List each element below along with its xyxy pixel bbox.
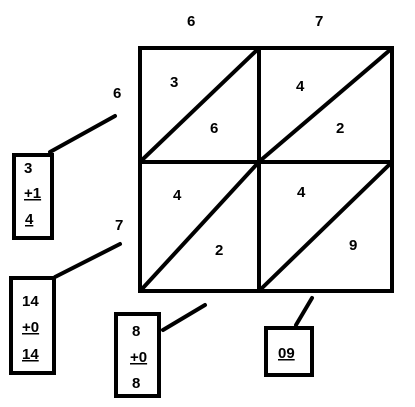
cell-ones-digit: 6 [210, 120, 218, 137]
cell-r1-c2: 4 2 [296, 78, 344, 137]
sum-line: +0 [22, 319, 39, 336]
sum-line: 14 [22, 346, 39, 363]
multiplicand-digit-2: 7 [315, 13, 323, 30]
sum-line: +0 [130, 349, 147, 366]
lattice-grid [138, 46, 394, 293]
pointer-lines [48, 114, 314, 332]
cell-diagonal [259, 162, 392, 291]
cell-ones-digit: 2 [215, 242, 223, 259]
pointer-line-sum-4 [294, 296, 314, 327]
pointer-line-sum-1 [48, 114, 117, 154]
sum-line: 4 [25, 211, 34, 228]
sum-line: 8 [132, 323, 140, 340]
cell-tens-digit: 4 [296, 78, 305, 95]
sum-line: 8 [132, 375, 140, 392]
multiplier-digit-2: 7 [115, 217, 123, 234]
sum-line: 09 [278, 345, 295, 362]
sum-box-3: 8 +0 8 [114, 312, 161, 398]
cell-tens-digit: 3 [170, 74, 178, 91]
sum-box-frame [264, 326, 314, 377]
cell-r2-c1: 4 2 [173, 187, 223, 259]
multiplicand-digit-1: 6 [187, 13, 195, 30]
sum-box-frame [9, 276, 56, 375]
cell-diagonal [140, 48, 259, 162]
cell-tens-digit: 4 [173, 187, 182, 204]
sum-box-frame [12, 153, 54, 240]
sum-box-frame [114, 312, 161, 398]
cell-tens-digit: 4 [297, 184, 306, 201]
cell-ones-digit: 9 [349, 237, 357, 254]
sum-box-2: 14 +0 14 [9, 276, 56, 375]
cell-ones-digit: 2 [336, 120, 344, 137]
cell-diagonal [259, 48, 392, 162]
sum-line: +1 [24, 185, 41, 202]
sum-box-1: 3 +1 4 [12, 153, 54, 240]
sum-line: 14 [22, 293, 39, 310]
pointer-line-sum-2 [53, 242, 122, 279]
cell-r1-c1: 3 6 [170, 74, 218, 137]
grid-outline [138, 46, 394, 293]
cell-diagonal [140, 162, 259, 291]
pointer-line-sum-3 [161, 303, 207, 332]
sum-line: 3 [24, 160, 32, 177]
multiplier-digit-1: 6 [113, 85, 121, 102]
cell-r2-c2: 4 9 [297, 184, 357, 254]
sum-box-4: 09 [264, 326, 314, 377]
